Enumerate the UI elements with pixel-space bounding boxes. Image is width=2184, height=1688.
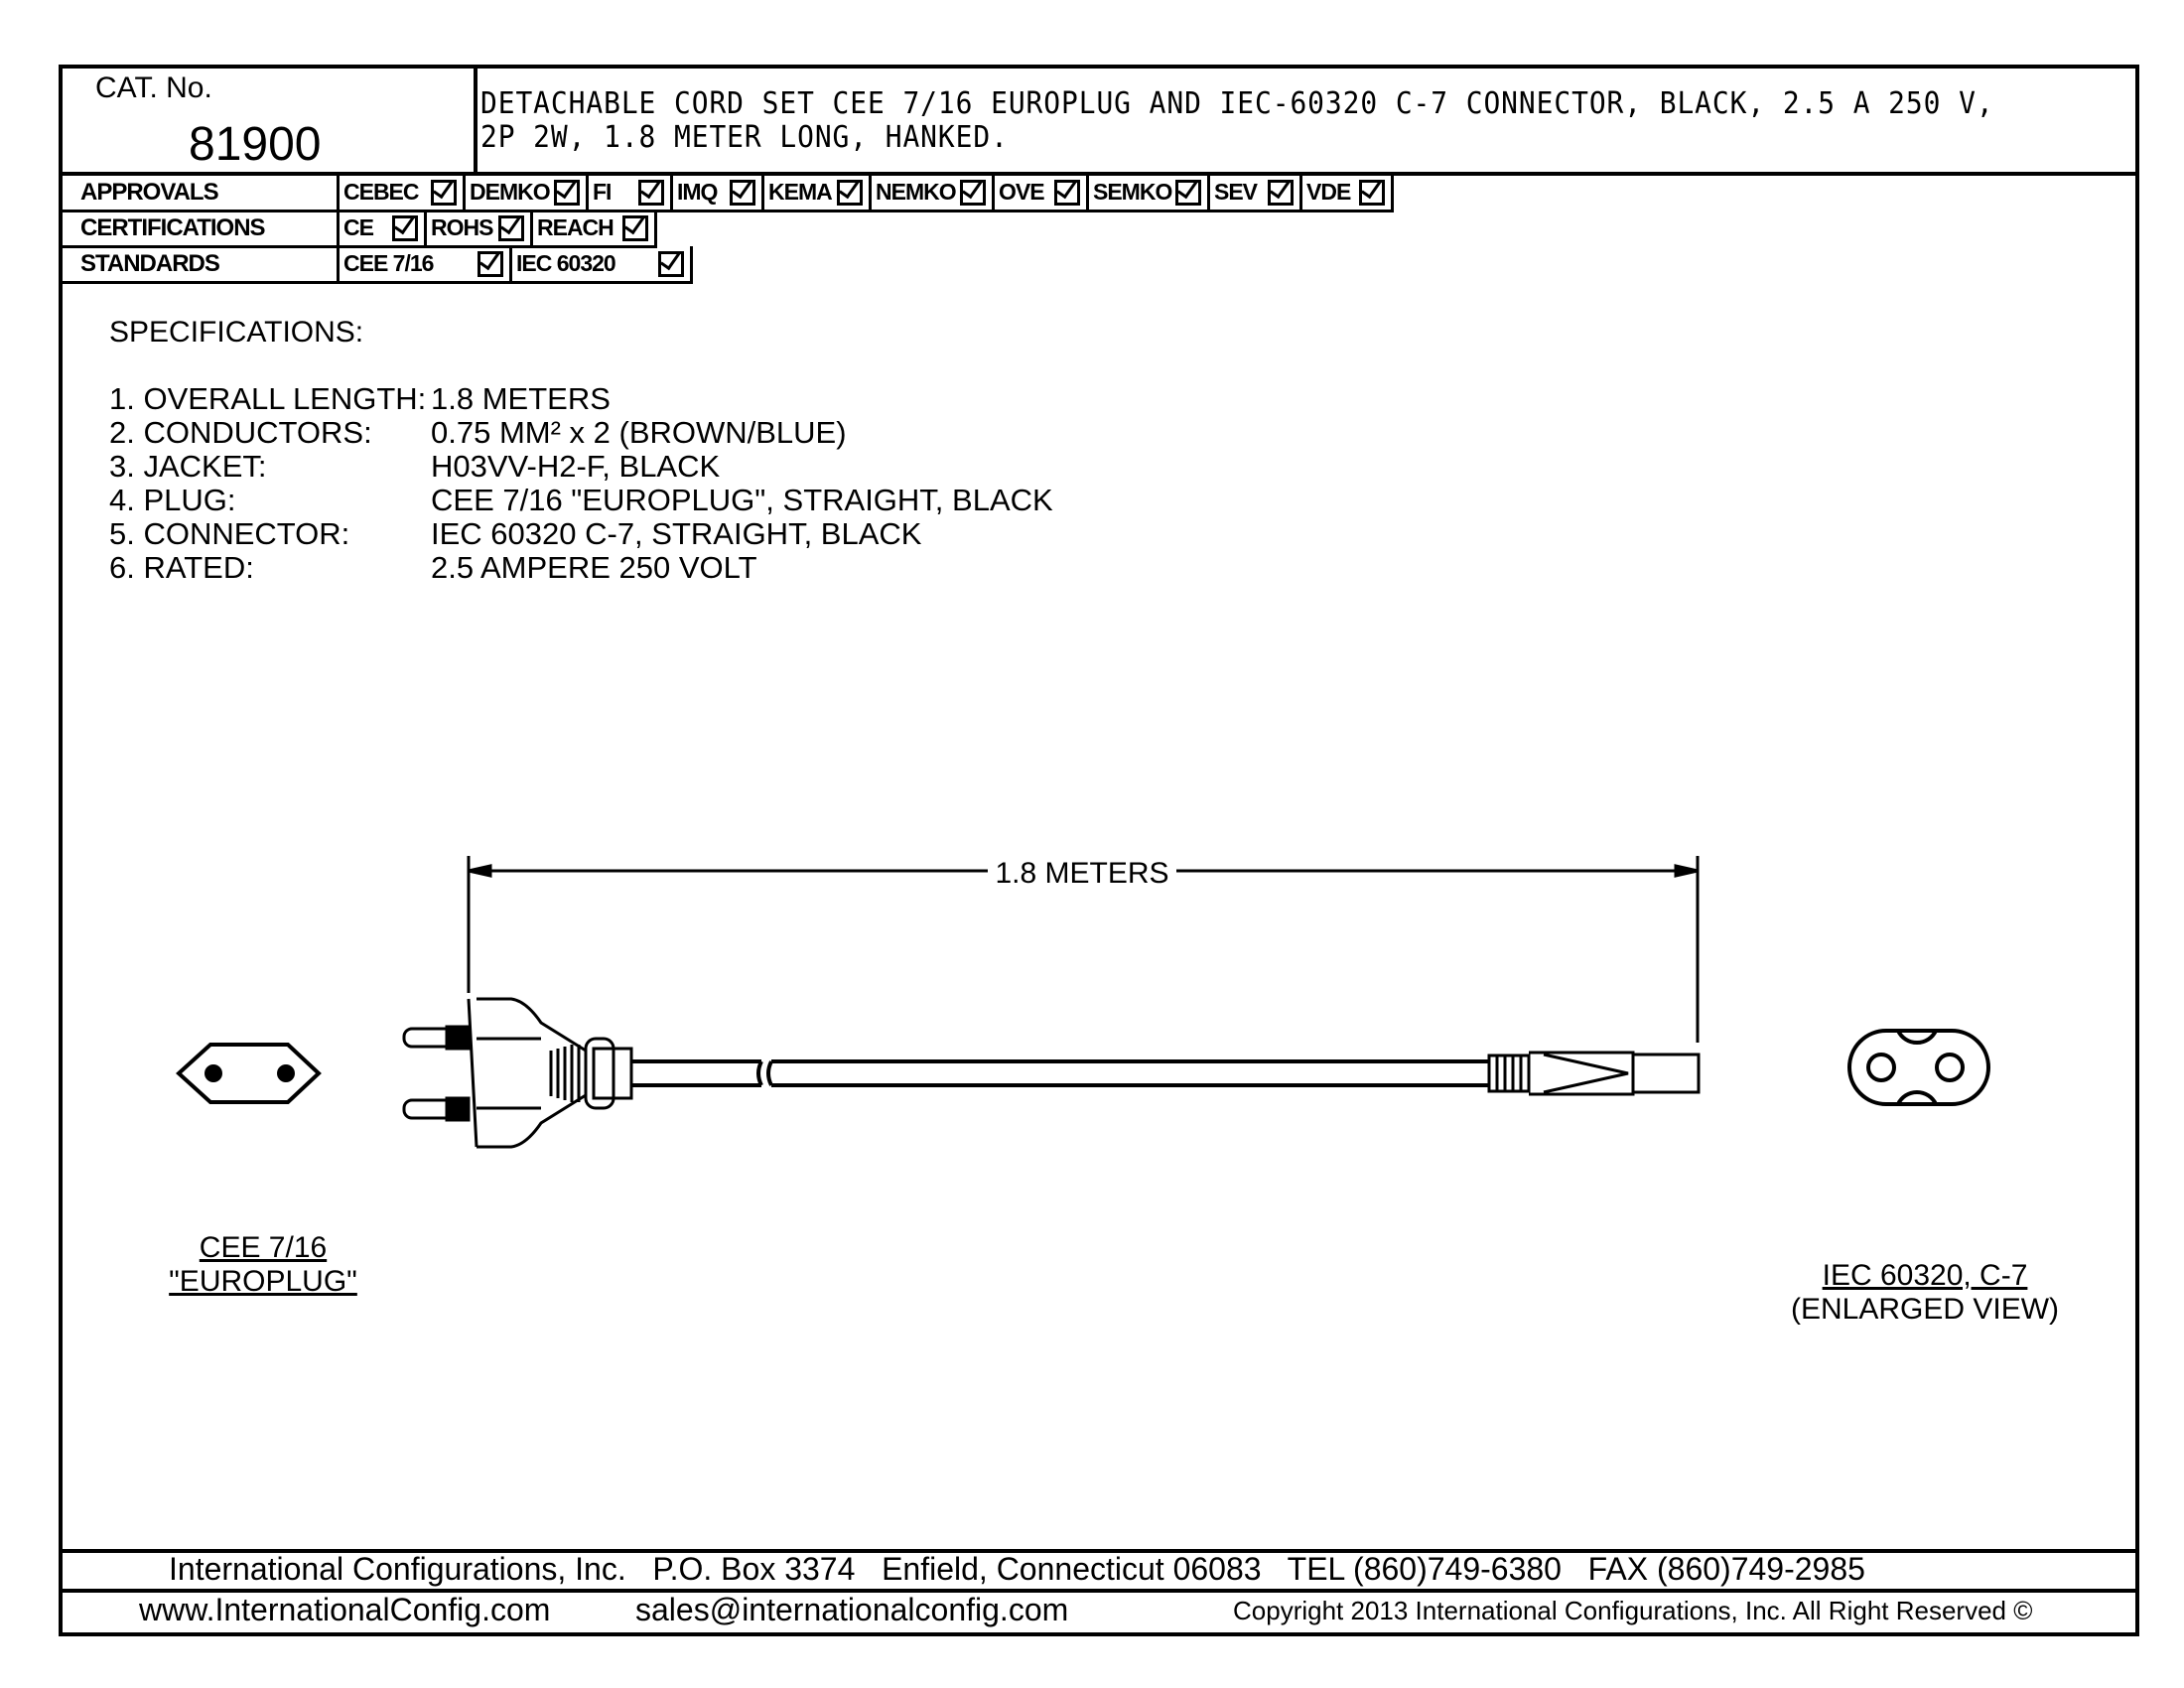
approvals-cell: VDE (1302, 175, 1394, 210)
divider (59, 1549, 2135, 1553)
checked-checkbox-icon (554, 179, 580, 206)
cat-label: CAT. No. (95, 71, 212, 104)
checked-checkbox-icon (658, 250, 684, 277)
checked-checkbox-icon (730, 179, 755, 206)
approvals-name: SEMKO (1093, 179, 1172, 205)
spec-label: 3. JACKET: (109, 449, 267, 484)
approvals-name: FI (593, 179, 612, 205)
description-line: 2P 2W, 1.8 METER LONG, HANKED. (480, 120, 1009, 155)
approvals-name: KEMA (768, 179, 833, 205)
spec-label: 6. RATED: (109, 550, 254, 585)
standards-name: IEC 60320 (516, 250, 616, 276)
checked-checkbox-icon (1175, 179, 1201, 206)
standards-cell: CEE 7/16 (340, 246, 512, 281)
caption-line: (ENLARGED VIEW) (1790, 1293, 2060, 1326)
checked-checkbox-icon (392, 214, 418, 241)
approvals-cell: DEMKO (466, 175, 589, 210)
approvals-cell: SEV (1210, 175, 1302, 210)
checked-checkbox-icon (960, 179, 986, 206)
approvals-row: APPROVALS CEBEC DEMKO FI IMQ KEMA NEMKO OVE SEM… (63, 175, 1394, 212)
drawing-frame (59, 65, 2139, 1636)
checked-checkbox-icon (1268, 179, 1294, 206)
checked-checkbox-icon (1359, 179, 1385, 206)
approvals-cell: NEMKO (872, 175, 995, 210)
website-link[interactable]: www.InternationalConfig.com (139, 1592, 551, 1627)
cat-number: 81900 (189, 118, 322, 171)
spec-value: CEE 7/16 "EUROPLUG", STRAIGHT, BLACK (431, 483, 1053, 517)
connector-caption: IEC 60320, C-7(ENLARGED VIEW) (1776, 1259, 2074, 1327)
approvals-name: SEV (1214, 179, 1258, 205)
approvals-name: CEBEC (343, 179, 420, 205)
approvals-cell: FI (589, 175, 673, 210)
approvals-cell: OVE (995, 175, 1089, 210)
spec-value: 1.8 METERS (431, 381, 611, 416)
certifications-cell: REACH (533, 211, 657, 245)
checked-checkbox-icon (837, 179, 863, 206)
dimension-label: 1.8 METERS (995, 857, 1168, 890)
c7-connector-face-icon (1847, 1029, 1990, 1106)
certifications-cell: CE (340, 211, 427, 245)
product-description: DETACHABLE CORD SET CEE 7/16 EUROPLUG AN… (480, 87, 1994, 155)
connector-icon (1487, 1051, 1701, 1096)
copyright: Copyright 2013 International Configurati… (1233, 1596, 2033, 1625)
spec-label: 1. OVERALL LENGTH: (109, 381, 427, 416)
divider (474, 65, 478, 174)
checked-checkbox-icon (622, 214, 648, 241)
divider (59, 1589, 2135, 1593)
spec-value: H03VV-H2-F, BLACK (431, 449, 721, 484)
divider (59, 172, 2135, 176)
approvals-cell: IMQ (673, 175, 764, 210)
standards-name: CEE 7/16 (343, 250, 434, 276)
email-link[interactable]: sales@internationalconfig.com (635, 1592, 1069, 1627)
europlug-face-icon (176, 1043, 322, 1104)
cord-icon (631, 1059, 1489, 1087)
approvals-cell: SEMKO (1089, 175, 1210, 210)
checked-checkbox-icon (498, 214, 524, 241)
checked-checkbox-icon (1054, 179, 1080, 206)
standards-label: STANDARDS (63, 246, 340, 281)
approvals-cell: KEMA (764, 175, 872, 210)
spec-value: 0.75 MM² x 2 (BROWN/BLUE) (431, 415, 847, 450)
dimension-line (467, 856, 1700, 1043)
spec-label: 5. CONNECTOR: (109, 516, 350, 551)
caption-line: "EUROPLUG" (169, 1265, 357, 1298)
caption-line: CEE 7/16 (199, 1231, 328, 1264)
standards-cell: IEC 60320 (512, 246, 693, 281)
standards-row: STANDARDS CEE 7/16 IEC 60320 (63, 246, 693, 284)
approvals-cell: CEBEC (340, 175, 466, 210)
spec-label: 4. PLUG: (109, 483, 236, 517)
specifications-title: SPECIFICATIONS: (109, 316, 364, 349)
approvals-name: NEMKO (876, 179, 957, 205)
spec-label: 2. CONDUCTORS: (109, 415, 372, 450)
approvals-label: APPROVALS (63, 175, 340, 210)
description-line: DETACHABLE CORD SET CEE 7/16 EUROPLUG AN… (480, 86, 1994, 121)
checked-checkbox-icon (478, 250, 503, 277)
certifications-name: REACH (537, 214, 614, 240)
checked-checkbox-icon (638, 179, 664, 206)
certifications-cell: ROHS (427, 211, 533, 245)
spec-value: IEC 60320 C-7, STRAIGHT, BLACK (431, 516, 922, 551)
approvals-name: VDE (1306, 179, 1351, 205)
certifications-name: ROHS (431, 214, 493, 240)
certifications-label: CERTIFICATIONS (63, 211, 340, 245)
europlug-caption: CEE 7/16"EUROPLUG" (164, 1231, 362, 1299)
europlug-icon (402, 997, 633, 1149)
caption-line: IEC 60320, C-7 (1822, 1259, 2028, 1292)
company-address: International Configurations, Inc. P.O. … (169, 1551, 1865, 1587)
approvals-name: IMQ (677, 179, 718, 205)
certifications-row: CERTIFICATIONS CE ROHS REACH (63, 211, 657, 248)
checked-checkbox-icon (431, 179, 457, 206)
certifications-name: CE (343, 214, 374, 240)
approvals-name: DEMKO (470, 179, 551, 205)
spec-value: 2.5 AMPERE 250 VOLT (431, 550, 757, 585)
approvals-name: OVE (999, 179, 1045, 205)
